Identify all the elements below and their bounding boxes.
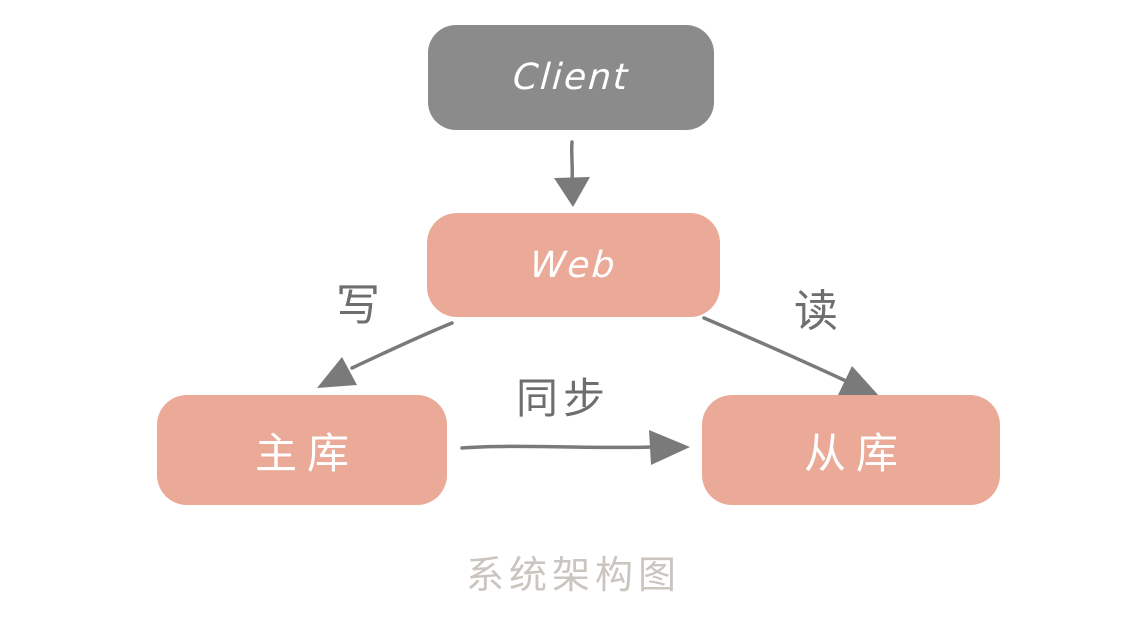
node-client: Client	[428, 25, 714, 130]
node-master-db: 主库	[157, 395, 447, 505]
node-slave-db: 从库	[702, 395, 1000, 505]
node-web-label: Web	[528, 244, 619, 286]
edge-label-sync: 同步	[516, 374, 611, 423]
arrow-master-to-slave	[460, 430, 690, 465]
node-master-db-label: 主库	[254, 428, 359, 478]
edge-label-write: 写	[336, 280, 380, 331]
diagram-caption: 系统架构图	[466, 553, 682, 597]
arrow-web-to-master	[317, 321, 454, 388]
arrow-web-to-slave	[702, 316, 880, 397]
arrow-client-to-web	[554, 140, 590, 207]
node-slave-db-label: 从库	[803, 428, 908, 478]
node-web: Web	[427, 213, 720, 317]
node-client-label: Client	[511, 57, 631, 98]
edge-label-read: 读	[794, 286, 838, 337]
